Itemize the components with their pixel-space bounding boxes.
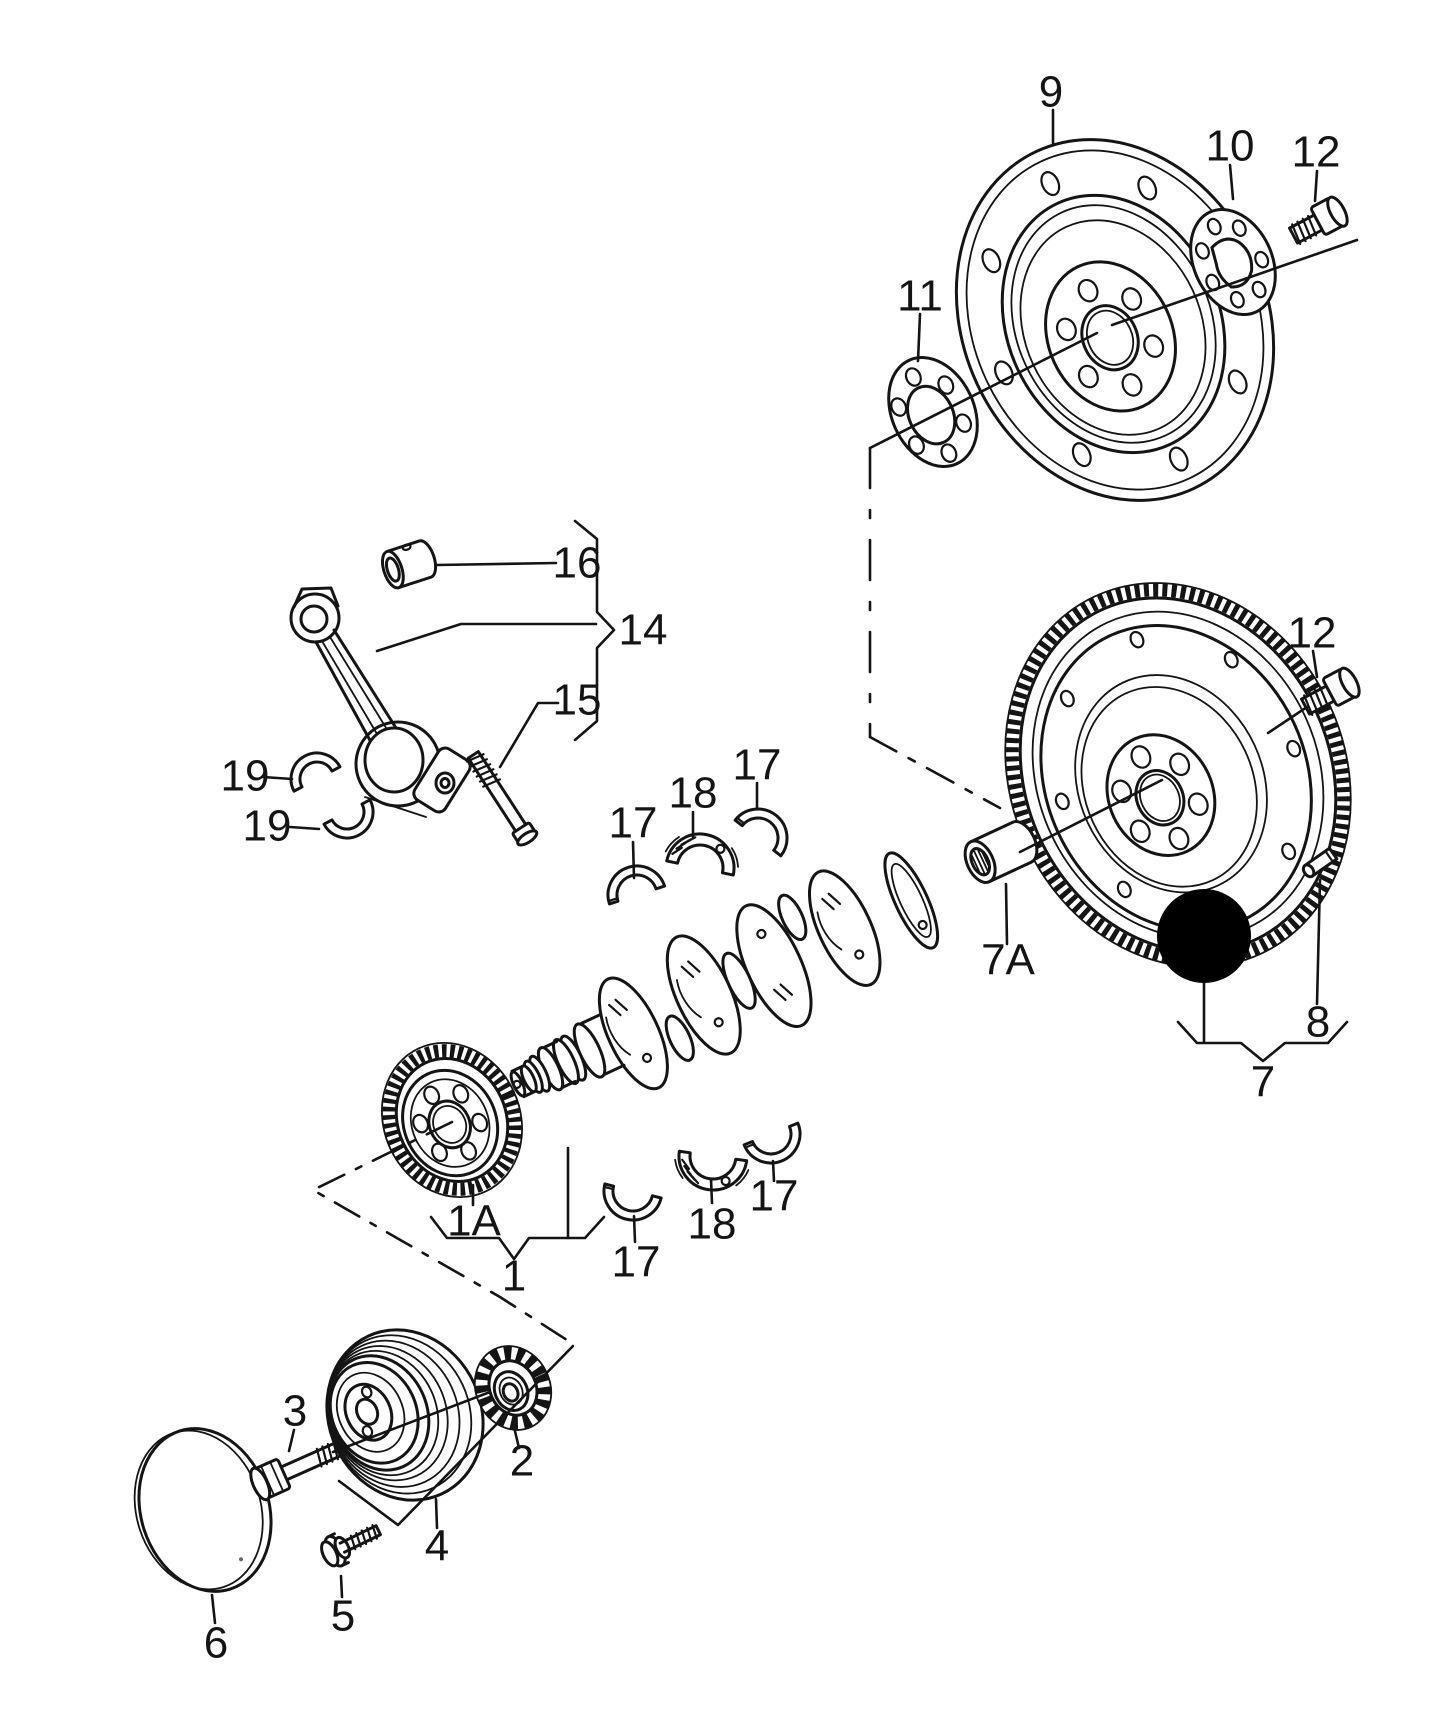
callout-1A[interactable]: 1A <box>447 1197 501 1246</box>
leader-12-side <box>1311 649 1319 679</box>
spacer-plate <box>1189 207 1277 317</box>
leader-4 <box>434 1497 439 1530</box>
flywheel-bolt-side <box>1300 666 1361 717</box>
leader-15 <box>498 701 560 769</box>
leader-5 <box>339 1574 344 1599</box>
callout-2[interactable]: 2 <box>510 1437 534 1486</box>
leader-12-top <box>1313 169 1319 203</box>
crankshaft <box>509 851 940 1099</box>
callout-19-upper[interactable]: 19 <box>221 752 270 801</box>
needle-bearing <box>963 820 1039 884</box>
callout-17-upper-left[interactable]: 17 <box>609 799 658 848</box>
flywheel-bolt-top <box>1288 195 1349 246</box>
line-12-side-tick <box>1266 705 1309 735</box>
bracket-1 <box>429 1215 606 1261</box>
small-end-bushing <box>381 539 438 590</box>
leader-7-bearing <box>1018 778 1164 854</box>
callout-12-top[interactable]: 12 <box>1292 128 1341 177</box>
damper-disc <box>133 1427 273 1593</box>
leader-17-upper-left <box>631 840 636 880</box>
leader-10 <box>1228 163 1235 201</box>
axis-diagonal-dashed <box>868 735 1002 810</box>
leader-18-lower <box>709 1177 714 1205</box>
bracket-7 <box>1176 1020 1349 1063</box>
crank-web-details <box>605 892 865 1063</box>
belt-pulley <box>325 1328 485 1502</box>
line-bolt3-axis <box>331 1390 492 1454</box>
highlight-marker <box>1157 889 1251 983</box>
line-9-to-11 <box>868 331 1099 450</box>
flywheel-hub-holes <box>1111 745 1209 851</box>
connecting-rod <box>289 586 472 818</box>
main-bearing-shell-17-lower-left <box>602 1182 663 1222</box>
callout-18-lower[interactable]: 18 <box>688 1200 737 1249</box>
bracket-14 <box>573 519 616 742</box>
thrust-bearing-shell-18-upper <box>664 832 739 877</box>
main-bearing-shell-17-upper-right <box>733 807 789 858</box>
conrod-bearing-shell-lower <box>322 798 375 840</box>
leader-2 <box>512 1425 521 1450</box>
callout-17-lower-left[interactable]: 17 <box>612 1238 661 1287</box>
leader-6 <box>210 1593 217 1625</box>
main-bearing-shell-17-lower-right <box>742 1121 802 1165</box>
callout-19-lower[interactable]: 19 <box>243 802 292 851</box>
leader-11 <box>916 312 922 363</box>
conrod-bearing-shell-upper <box>289 751 342 793</box>
callout-4[interactable]: 4 <box>425 1522 449 1571</box>
callout-12-side[interactable]: 12 <box>1288 609 1337 658</box>
leader-19-upper <box>261 775 294 781</box>
callout-7A[interactable]: 7A <box>981 936 1035 985</box>
annotation-layer <box>210 108 1359 1625</box>
line-12-top-axis <box>1110 238 1359 327</box>
callout-14[interactable]: 14 <box>619 606 668 655</box>
axis-front-dashed <box>311 1120 572 1344</box>
callout-18-upper[interactable]: 18 <box>669 769 718 818</box>
callout-11[interactable]: 11 <box>897 272 943 321</box>
callout-16[interactable]: 16 <box>553 539 602 588</box>
drive-plate-hub-holes <box>1055 278 1165 397</box>
leader-3 <box>287 1428 296 1453</box>
leader-7A <box>1004 882 1009 946</box>
callout-1[interactable]: 1 <box>502 1252 526 1301</box>
callout-17-upper-right[interactable]: 17 <box>733 741 782 790</box>
leader-19-lower <box>288 825 321 831</box>
crank-timing-gear <box>381 1041 523 1199</box>
leader-8 <box>1315 878 1322 1006</box>
main-bearing-shell-17-upper-left <box>606 864 667 906</box>
leader-17-lower-left <box>632 1214 637 1244</box>
leader-front-group <box>337 1344 575 1527</box>
callout-8[interactable]: 8 <box>1306 998 1330 1047</box>
callout-5[interactable]: 5 <box>331 1592 355 1641</box>
leader-16 <box>435 561 558 567</box>
leader-14-conrod <box>375 622 598 653</box>
thrust-bearing-shell-18-lower <box>674 1149 750 1192</box>
conrod-bolt <box>465 750 539 847</box>
drive-plate <box>954 138 1276 502</box>
callout-15[interactable]: 15 <box>553 676 602 725</box>
callout-6[interactable]: 6 <box>204 1619 228 1668</box>
callout-10[interactable]: 10 <box>1206 122 1255 171</box>
callout-3[interactable]: 3 <box>283 1387 307 1436</box>
callout-7[interactable]: 7 <box>1251 1058 1275 1107</box>
flange-bolt <box>320 1524 382 1568</box>
callout-9[interactable]: 9 <box>1039 68 1063 117</box>
callout-17-lower-right[interactable]: 17 <box>750 1172 799 1221</box>
dowel-pin <box>1301 846 1339 879</box>
leader-17-lower-right <box>771 1159 776 1183</box>
